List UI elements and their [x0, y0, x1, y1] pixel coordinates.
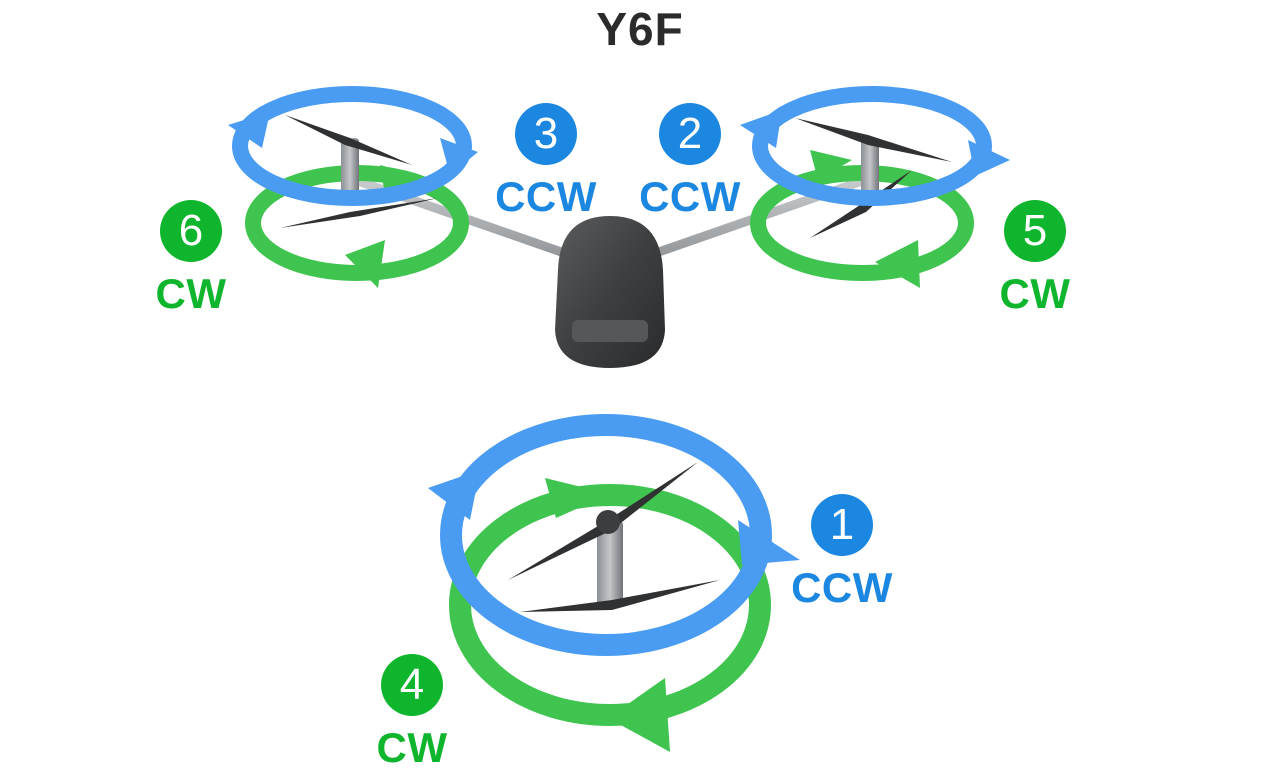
motor-label-3: 3 CCW	[486, 103, 606, 229]
motor-number-badge-2: 2	[659, 103, 721, 165]
motor-label-4: 4 CW	[352, 654, 472, 780]
ccw-arrowhead-1b	[738, 520, 800, 565]
motor-pair-front-left	[228, 86, 478, 288]
motor-number-badge-6: 6	[160, 200, 222, 262]
flight-controller-body	[555, 216, 665, 368]
motor-number-badge-4: 4	[381, 654, 443, 716]
motor-pair-front-right	[740, 86, 1010, 288]
motor-direction-1: CCW	[791, 564, 893, 611]
propeller-2	[795, 118, 952, 162]
motor-number-badge-5: 5	[1004, 200, 1066, 262]
cw-arrowhead-5	[875, 240, 920, 288]
cw-arrowhead-4	[608, 678, 670, 752]
propeller-6	[280, 198, 438, 228]
rear-hub	[596, 510, 620, 534]
motor-direction-5: CW	[999, 270, 1071, 317]
body-window	[572, 320, 648, 342]
ccw-arrowhead-2b	[968, 140, 1010, 176]
motor-direction-2: CCW	[639, 173, 741, 220]
ccw-ring-2	[752, 86, 992, 206]
cw-arrowhead-4b	[545, 478, 610, 518]
cw-ring-4	[449, 484, 771, 726]
ccw-arrowhead-3b	[440, 138, 478, 175]
propeller-4	[520, 580, 720, 612]
motor-label-5: 5 CW	[975, 200, 1095, 326]
motor-number-badge-3: 3	[515, 103, 577, 165]
ccw-ring-3	[232, 86, 472, 206]
ccw-arrowhead-2	[740, 110, 782, 148]
cw-arrowhead-5b	[810, 150, 852, 180]
motor-label-1: 1 CCW	[782, 494, 902, 620]
motor-can-front-left	[341, 138, 359, 198]
motor-label-2: 2 CCW	[630, 103, 750, 229]
cw-arrowhead-6	[345, 240, 385, 288]
motor-can-rear	[597, 520, 623, 608]
ccw-arrowhead-3	[228, 112, 270, 148]
diagram-title: Y6F	[596, 3, 684, 55]
motor-pair-rear	[428, 414, 800, 752]
propeller-3	[285, 115, 412, 165]
motor-direction-4: CW	[376, 724, 448, 771]
body-shell	[555, 216, 665, 368]
motor-direction-6: CW	[155, 270, 227, 317]
motor-number-badge-1: 1	[811, 494, 873, 556]
motor-label-6: 6 CW	[131, 200, 251, 326]
motor-can-front-right	[861, 138, 879, 198]
motor-direction-3: CCW	[495, 173, 597, 220]
ccw-arrowhead-1	[428, 470, 480, 520]
